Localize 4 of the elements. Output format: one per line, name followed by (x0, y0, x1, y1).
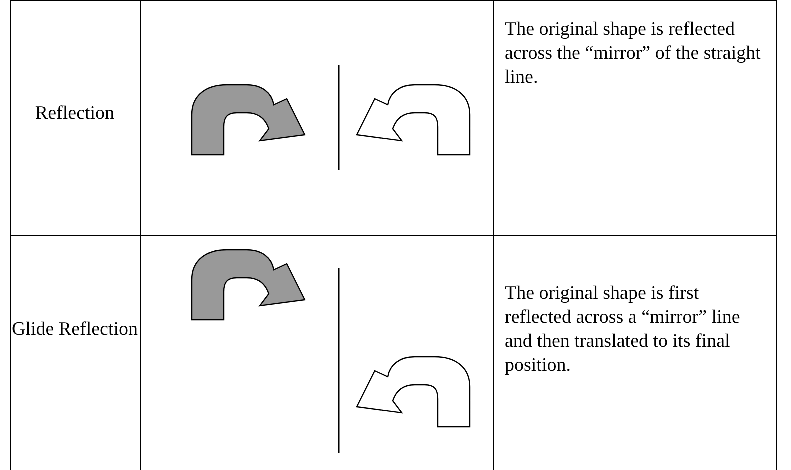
row-label: Glide Reflection (10, 318, 140, 342)
description-text: The original shape is reflected across the “mirror” of the straight line. (505, 18, 762, 90)
row-label: Reflection (34, 102, 116, 126)
description-text: The original shape is first reflected across a “mirror” line and then translated to its final position. (505, 282, 742, 378)
